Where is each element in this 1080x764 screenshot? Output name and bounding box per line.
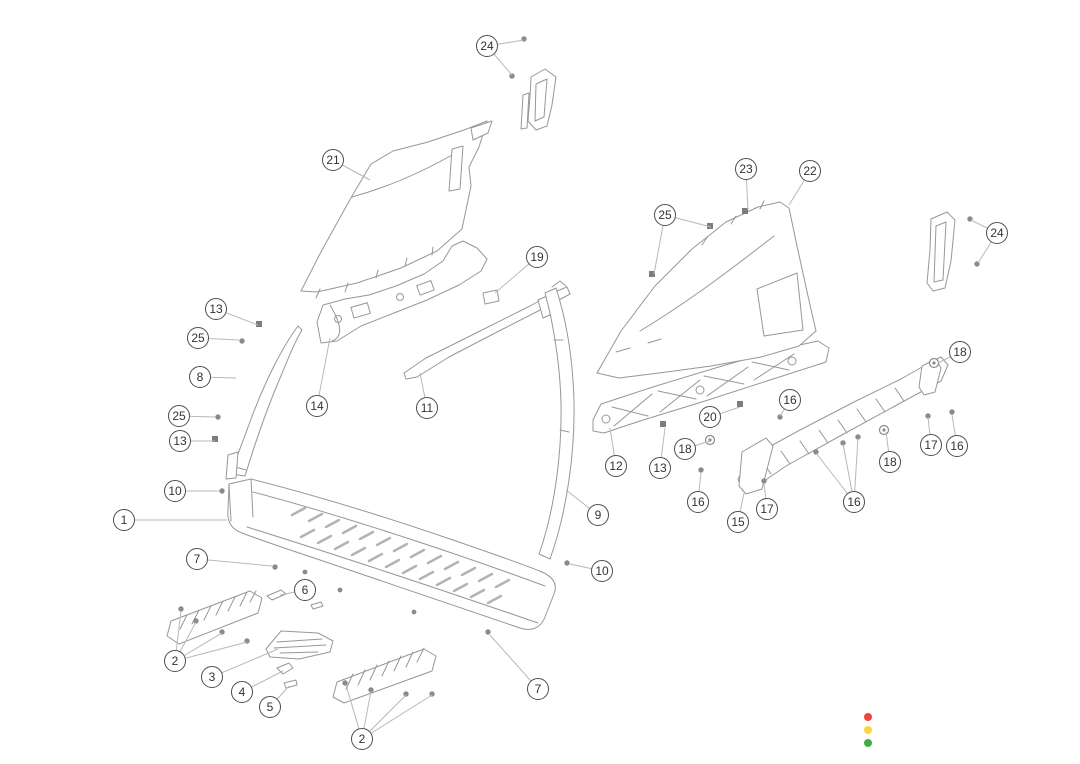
callout-14[interactable]: 14 (306, 395, 328, 417)
green-dot[interactable] (864, 739, 872, 747)
screw-icon (840, 440, 846, 446)
callout-13[interactable]: 13 (649, 457, 671, 479)
callout-8[interactable]: 8 (189, 366, 211, 388)
fasteners (178, 36, 980, 697)
screw-icon (403, 691, 409, 697)
clip-icon (707, 223, 713, 229)
red-dot[interactable] (864, 713, 872, 721)
part-drawings (166, 68, 956, 704)
callout-16[interactable]: 16 (687, 491, 709, 513)
callout-25[interactable]: 25 (168, 405, 190, 427)
part-right-bracket (926, 211, 956, 292)
screw-icon (564, 560, 570, 566)
clip-icon (660, 421, 666, 427)
leader-line (316, 337, 331, 407)
callout-6[interactable]: 6 (294, 579, 316, 601)
part-6-clip (266, 589, 324, 610)
callout-2[interactable]: 2 (351, 728, 373, 750)
clip-icon (737, 401, 743, 407)
callout-2[interactable]: 2 (164, 650, 186, 672)
part-8-pillar-trim (225, 325, 303, 480)
part-5-pin (283, 679, 298, 689)
screw-icon (698, 467, 704, 473)
part-22-panel (596, 200, 817, 379)
screw-icon (925, 413, 931, 419)
callout-16[interactable]: 16 (843, 491, 865, 513)
part-15-rail (737, 356, 949, 495)
clip-icon (742, 208, 748, 214)
callout-16[interactable]: 16 (946, 435, 968, 457)
callout-1[interactable]: 1 (113, 509, 135, 531)
callout-13[interactable]: 13 (205, 298, 227, 320)
screw-icon (855, 434, 861, 440)
screw-icon (272, 564, 278, 570)
callout-11[interactable]: 11 (416, 397, 438, 419)
callout-18[interactable]: 18 (674, 438, 696, 460)
status-dots (864, 713, 872, 747)
leader-line (361, 694, 433, 740)
callout-10[interactable]: 10 (164, 480, 186, 502)
callout-20[interactable]: 20 (699, 406, 721, 428)
callout-7[interactable]: 7 (527, 678, 549, 700)
callout-25[interactable]: 25 (654, 204, 676, 226)
screw-icon (219, 488, 225, 494)
screw-icon (239, 338, 245, 344)
clip-icon (212, 436, 218, 442)
part-3-tray (265, 630, 334, 660)
screw-icon (777, 414, 783, 420)
part-1-bumper-step (227, 478, 556, 631)
callout-23[interactable]: 23 (735, 158, 757, 180)
callout-18[interactable]: 18 (879, 451, 901, 473)
screw-icon (342, 680, 348, 686)
screw-icon (215, 414, 221, 420)
screw-icon (337, 587, 343, 593)
callout-12[interactable]: 12 (605, 455, 627, 477)
screw-icon (509, 73, 515, 79)
screw-icon (193, 618, 199, 624)
callout-19[interactable]: 19 (526, 246, 548, 268)
part-21-panel (300, 120, 493, 299)
strip-left (166, 590, 263, 645)
leader-line (174, 641, 248, 662)
callout-24[interactable]: 24 (476, 35, 498, 57)
callout-4[interactable]: 4 (231, 681, 253, 703)
screw-icon (761, 478, 767, 484)
callout-18[interactable]: 18 (949, 341, 971, 363)
callout-7[interactable]: 7 (186, 548, 208, 570)
callout-5[interactable]: 5 (259, 696, 281, 718)
callout-10[interactable]: 10 (591, 560, 613, 582)
part-19-clip (482, 289, 500, 305)
yellow-dot[interactable] (864, 726, 872, 734)
leader-line (196, 558, 273, 567)
callout-9[interactable]: 9 (587, 504, 609, 526)
callout-21[interactable]: 21 (322, 149, 344, 171)
screw-icon (302, 569, 308, 575)
leader-line (211, 648, 279, 678)
callout-16[interactable]: 16 (779, 389, 801, 411)
screw-icon (411, 609, 417, 615)
callout-3[interactable]: 3 (201, 666, 223, 688)
part-14-bracket (316, 240, 488, 344)
screw-icon (521, 36, 527, 42)
screw-icon (813, 449, 819, 455)
callout-25[interactable]: 25 (187, 327, 209, 349)
callout-24[interactable]: 24 (986, 222, 1008, 244)
clip-icon (649, 271, 655, 277)
callout-13[interactable]: 13 (169, 430, 191, 452)
clip-icon (256, 321, 262, 327)
callout-17[interactable]: 17 (756, 498, 778, 520)
callout-15[interactable]: 15 (727, 511, 749, 533)
part-9-pillar-trim (538, 280, 575, 560)
screw-icon (485, 629, 491, 635)
callout-17[interactable]: 17 (920, 434, 942, 456)
callout-22[interactable]: 22 (799, 160, 821, 182)
screw-icon (368, 687, 374, 693)
screw-icon (178, 606, 184, 612)
strip-right (332, 647, 437, 704)
part-top-bracket (520, 68, 557, 131)
screw-icon (949, 409, 955, 415)
